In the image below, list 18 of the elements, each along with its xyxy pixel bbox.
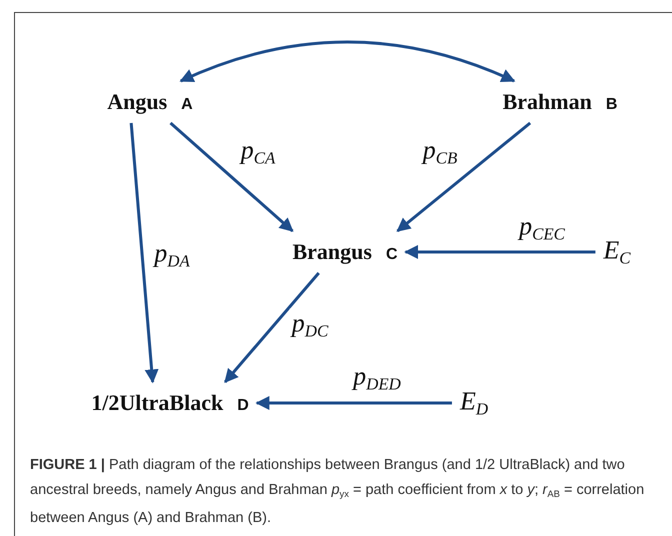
arrow — [224, 272, 320, 384]
node-letter: C — [386, 246, 398, 264]
breed-name: Angus — [107, 89, 168, 115]
figure-caption: FIGURE 1 | Path diagram of the relationships between Brangus (and 1/2 UltraBlack) and two ancestral breeds, namely Angus and Brahman p$_{yx}$ = path coefficient from x to y; r$_{AB}$ = correlation between Angus (A) and Brahman (B). — [30, 456, 646, 528]
error-term: E$_{D}$ — [460, 386, 488, 420]
arrow — [404, 245, 596, 259]
node-letter: B — [606, 96, 618, 114]
breed-name: Brangus — [292, 239, 372, 265]
arrow — [180, 40, 516, 82]
arrow — [170, 122, 294, 232]
arrow — [255, 396, 452, 410]
breed-name: Brahman — [502, 89, 592, 115]
node-letter: D — [237, 397, 249, 415]
error-term: E$_{C}$ — [603, 235, 631, 269]
arrow — [396, 122, 532, 232]
node-letter: A — [181, 96, 193, 114]
arrow — [130, 122, 159, 384]
breed-name: 1/2UltraBlack — [91, 390, 224, 416]
